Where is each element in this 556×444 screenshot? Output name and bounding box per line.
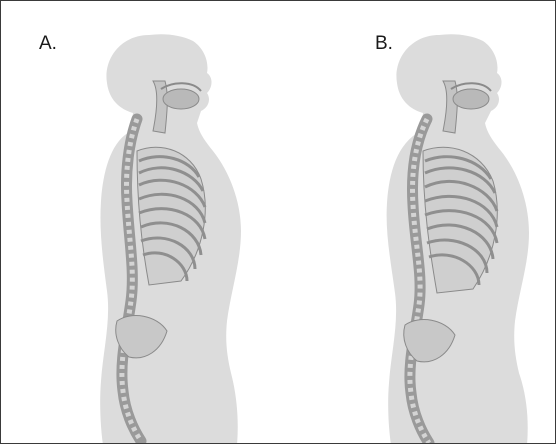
panel-a-illustration — [41, 1, 281, 444]
oral-cavity — [163, 89, 199, 109]
oral-cavity — [453, 89, 489, 109]
panel-a-skeleton — [41, 1, 281, 444]
panel-b-illustration — [331, 1, 556, 444]
panel-b-skeleton — [331, 1, 556, 444]
